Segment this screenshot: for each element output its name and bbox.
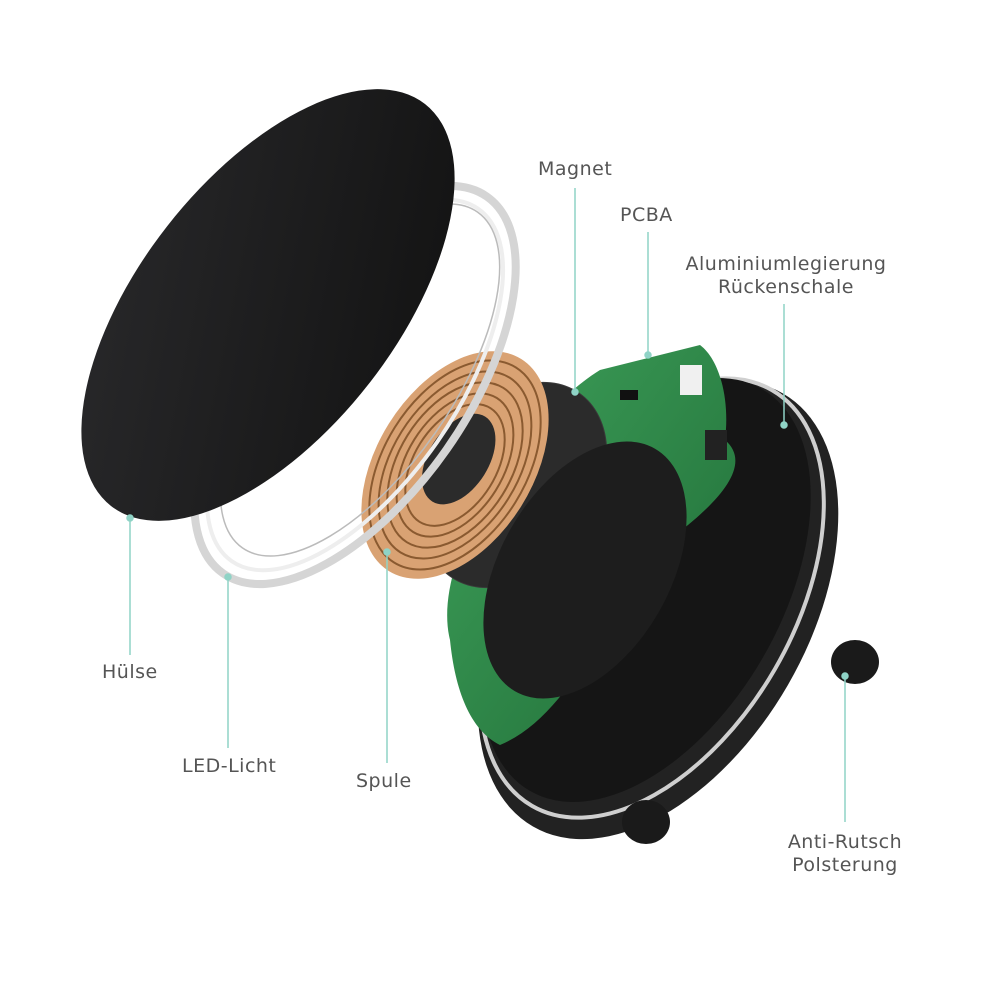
label-led: LED-Licht bbox=[182, 755, 277, 777]
label-magnet: Magnet bbox=[538, 158, 613, 180]
label-coil: Spule bbox=[356, 770, 412, 792]
label-pad-line1: Anti-Rutsch bbox=[787, 831, 903, 853]
anti-slip-pad bbox=[622, 800, 670, 844]
label-pad: Anti-Rutsch Polsterung bbox=[783, 831, 907, 877]
label-sleeve: Hülse bbox=[102, 661, 158, 683]
label-shell: Aluminiumlegierung Rückenschale bbox=[684, 253, 888, 299]
label-shell-line1: Aluminiumlegierung bbox=[685, 253, 887, 275]
label-pad-line2: Polsterung bbox=[792, 854, 898, 876]
label-shell-line2: Rückenschale bbox=[718, 276, 854, 298]
inner-black-disc bbox=[483, 441, 687, 699]
label-pcba: PCBA bbox=[620, 204, 673, 226]
anti-slip-pad bbox=[831, 640, 879, 684]
sleeve-top-plate bbox=[81, 89, 455, 521]
